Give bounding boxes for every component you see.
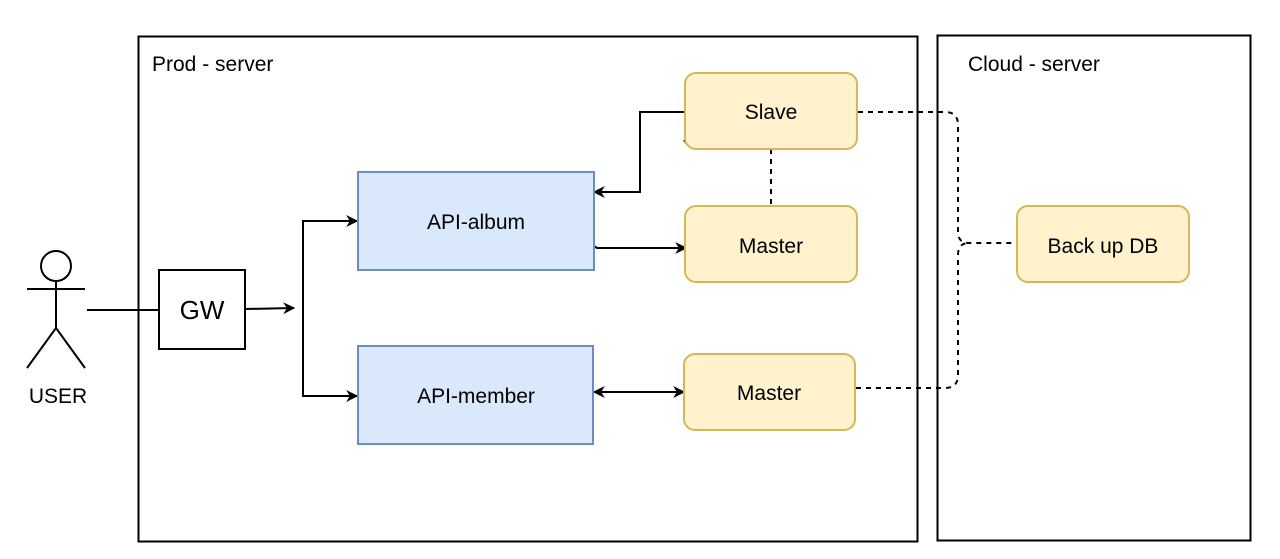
junction-to-api-album-arrow xyxy=(302,215,359,308)
member-master-to-backup-line xyxy=(856,242,970,389)
backup-db-box xyxy=(1016,205,1190,283)
album-master-db-box xyxy=(684,205,858,283)
junction-to-api-member-arrow xyxy=(302,308,359,402)
user-label: USER xyxy=(29,385,87,408)
album-master-db-label: Master xyxy=(739,235,803,258)
prod-server-label: Prod - server xyxy=(152,53,273,76)
api-member-box xyxy=(357,345,594,445)
user-actor-icon xyxy=(26,250,86,369)
api-member-label: API-member xyxy=(417,385,535,408)
connectors xyxy=(87,111,688,402)
slave-db-box xyxy=(684,72,858,150)
gw-box xyxy=(158,269,246,350)
slave-to-backup-line xyxy=(858,111,1017,244)
api-album-box xyxy=(357,171,595,271)
slave-db-label: Slave xyxy=(745,101,798,124)
cloud-server-region xyxy=(936,34,1252,542)
prod-server-region xyxy=(137,35,919,543)
slave-to-api-album-arrow xyxy=(592,111,685,198)
member-master-db-label: Master xyxy=(737,382,801,405)
api-album-to-master-arrow xyxy=(593,242,688,254)
member-master-db-box xyxy=(683,353,856,431)
dashed-connectors xyxy=(770,111,1017,389)
api-album-label: API-album xyxy=(427,211,525,234)
backup-db-label: Back up DB xyxy=(1048,235,1159,258)
gw-out-arrow xyxy=(244,302,296,315)
cloud-server-label: Cloud - server xyxy=(968,53,1100,76)
gw-label: GW xyxy=(180,295,225,325)
